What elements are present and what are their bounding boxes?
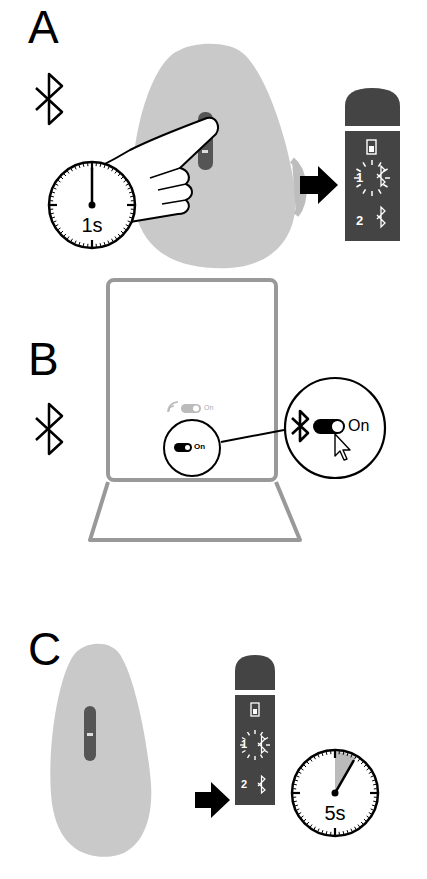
timer-dial: 5s bbox=[290, 748, 380, 838]
node-text: On bbox=[348, 418, 369, 434]
arrow bbox=[300, 166, 338, 204]
step-letter: A bbox=[28, 4, 59, 50]
toggle-circle: On bbox=[162, 418, 222, 478]
node-text: On bbox=[194, 443, 205, 451]
step-letter: C bbox=[28, 626, 61, 672]
channel-number: 2 bbox=[241, 779, 247, 790]
bluetooth-symbol bbox=[36, 404, 62, 454]
wifi-toggle bbox=[181, 404, 201, 413]
toggle-label: On bbox=[204, 404, 213, 411]
zoom-leader bbox=[221, 430, 284, 442]
bluetooth-symbol bbox=[36, 74, 62, 124]
status-strip-zoom bbox=[345, 131, 400, 241]
channel-number: 1 bbox=[241, 739, 247, 750]
mouse-body bbox=[50, 644, 151, 857]
step-letter: B bbox=[28, 336, 59, 382]
laptop-screen bbox=[108, 280, 276, 480]
wifi-icon bbox=[168, 402, 178, 412]
arrow bbox=[195, 782, 230, 818]
button-cap bbox=[235, 655, 275, 690]
node-text: 5s bbox=[324, 803, 345, 823]
timer-dial: 1s bbox=[47, 160, 137, 250]
zoom-circle: On bbox=[283, 376, 387, 480]
hand bbox=[70, 118, 218, 223]
laptop-base bbox=[90, 482, 300, 540]
button-cap bbox=[345, 88, 400, 126]
status-strip-zoom bbox=[235, 695, 275, 805]
node-text: 1s bbox=[81, 215, 102, 235]
channel-number: 1 bbox=[356, 171, 363, 184]
status-strip bbox=[84, 706, 96, 761]
channel-number: 2 bbox=[356, 214, 363, 227]
